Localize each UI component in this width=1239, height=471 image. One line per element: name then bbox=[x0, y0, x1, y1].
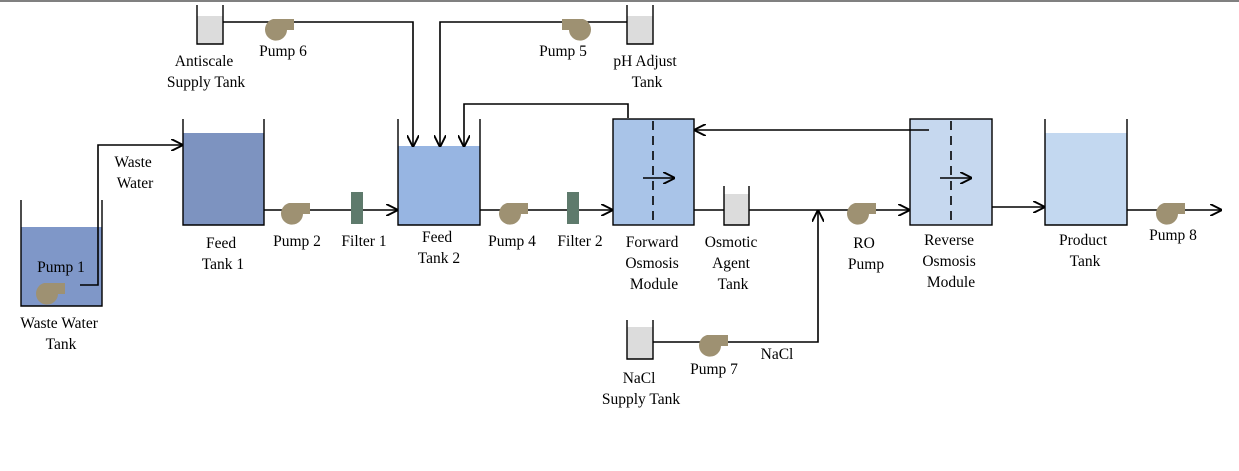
pump-4-label: Pump 4 bbox=[488, 233, 536, 250]
feed-tank-1-label: Feed Tank 1 bbox=[202, 235, 244, 273]
pump-8-icon bbox=[1156, 203, 1185, 225]
waste-water-tank bbox=[20, 200, 103, 307]
pump-1-label: Pump 1 bbox=[37, 259, 85, 276]
pipe-pump1-to-feed-tank-1 bbox=[80, 145, 182, 286]
pump-7-icon bbox=[699, 335, 728, 357]
filter-2-label: Filter 2 bbox=[557, 233, 602, 250]
pump-6-icon bbox=[265, 19, 294, 41]
filter-2 bbox=[567, 192, 579, 224]
osmotic-agent-tank bbox=[723, 186, 750, 226]
filter-1 bbox=[351, 192, 363, 224]
pipe-fo-return-to-feed-tank-2 bbox=[464, 103, 629, 146]
nacl-label: NaCl bbox=[761, 346, 794, 363]
pump-6-label: Pump 6 bbox=[259, 43, 307, 60]
waste-water-label: Waste Water bbox=[114, 154, 155, 192]
feed-tank-2 bbox=[397, 119, 481, 226]
osmotic-tank-liquid bbox=[724, 194, 749, 225]
pipe-antiscale-to-feed-tank-2 bbox=[223, 21, 413, 146]
ro-pump-icon bbox=[847, 203, 876, 225]
feed-tank-1-liquid bbox=[183, 133, 264, 225]
ph-adjust-tank-label: pH Adjust Tank bbox=[613, 53, 680, 91]
product-tank-label: Product Tank bbox=[1059, 232, 1111, 270]
nacl-tank-liquid bbox=[627, 327, 653, 359]
antiscale-tank-liquid bbox=[197, 16, 223, 44]
feed-tank-1 bbox=[182, 119, 265, 226]
pump-8-label: Pump 8 bbox=[1149, 227, 1197, 244]
ph-adjust-tank bbox=[626, 5, 654, 45]
waste-water-tank-label: Waste Water Tank bbox=[20, 315, 102, 353]
nacl-supply-tank bbox=[626, 320, 654, 360]
pump-5-icon bbox=[562, 19, 591, 41]
feed-tank-2-label: Feed Tank 2 bbox=[418, 229, 460, 267]
antiscale-supply-tank bbox=[196, 5, 224, 45]
ro-pump-label: RO Pump bbox=[848, 235, 884, 273]
osmotic-agent-tank-label: Osmotic Agent Tank bbox=[705, 234, 761, 293]
product-tank-liquid bbox=[1045, 133, 1127, 225]
forward-osmosis-module-label: Forward Osmosis Module bbox=[625, 234, 682, 293]
pump-5-label: Pump 5 bbox=[539, 43, 587, 60]
ph-tank-liquid bbox=[627, 16, 653, 44]
reverse-osmosis-module-label: Reverse Osmosis Module bbox=[922, 232, 979, 291]
pump-2-icon bbox=[281, 203, 310, 225]
pipe-ph-adjust-to-feed-tank-2 bbox=[440, 21, 627, 146]
pump-4-icon bbox=[499, 203, 528, 225]
filter-1-label: Filter 1 bbox=[341, 233, 386, 250]
pump-7-label: Pump 7 bbox=[690, 361, 738, 378]
nacl-supply-tank-label: NaCl Supply Tank bbox=[602, 370, 681, 408]
antiscale-supply-tank-label: Antiscale Supply Tank bbox=[167, 53, 246, 91]
feed-tank-2-liquid bbox=[398, 146, 480, 225]
pump-2-label: Pump 2 bbox=[273, 233, 321, 250]
product-tank bbox=[1044, 119, 1128, 226]
